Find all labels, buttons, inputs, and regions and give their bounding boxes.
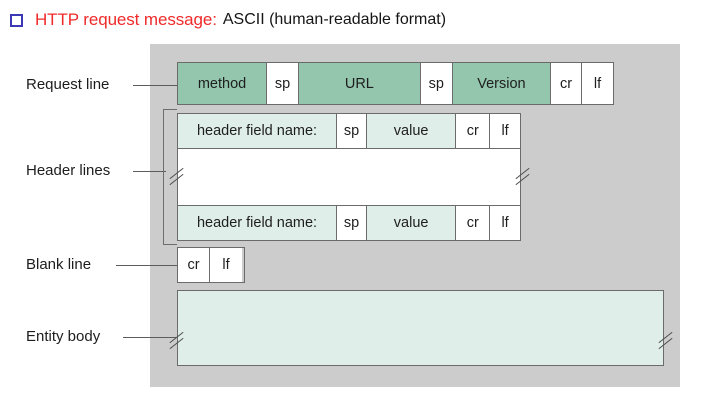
header-lines-bracket <box>163 109 177 245</box>
header-lines-continuation <box>169 148 530 206</box>
cell-sp-1: sp <box>267 63 299 104</box>
cell-sp-2: sp <box>420 63 453 104</box>
label-blank-line: Blank line <box>26 256 92 273</box>
cell-header-field-name: header field name: <box>178 114 338 148</box>
entity-body-box <box>169 290 673 366</box>
cell-method: method <box>178 63 268 104</box>
label-request-line: Request line <box>26 76 110 93</box>
request-line-row: method sp URL sp Version cr lf <box>177 62 614 105</box>
cell-cr: cr <box>551 63 583 104</box>
cell-sp: sp <box>337 206 367 240</box>
cell-sp: sp <box>337 114 367 148</box>
leader-line-blank-line <box>116 265 178 266</box>
page-title-black: ASCII (human-readable format) <box>222 11 447 28</box>
cell-lf: lf <box>582 63 613 104</box>
cell-lf: lf <box>490 206 520 240</box>
square-bullet-icon <box>10 13 23 27</box>
page-title-red: HTTP request message: <box>35 10 217 29</box>
blank-line-row: cr lf <box>177 247 245 283</box>
cell-value: value <box>366 206 457 240</box>
cell-cr: cr <box>456 114 491 148</box>
label-header-lines: Header lines <box>26 162 111 179</box>
cell-lf: lf <box>490 114 520 148</box>
leader-line-header-lines <box>133 171 166 172</box>
leader-line-entity-body <box>123 337 178 338</box>
header-line-row-1: header field name: sp value cr lf <box>177 113 521 149</box>
cell-header-field-name: header field name: <box>178 206 338 240</box>
leader-line-request-line <box>133 85 178 86</box>
cell-cr: cr <box>456 206 491 240</box>
slide-title: HTTP request message: ASCII (human-reada… <box>0 0 704 40</box>
label-entity-body: Entity body <box>26 328 101 345</box>
cell-value: value <box>366 114 457 148</box>
cell-lf: lf <box>210 248 242 282</box>
cell-url: URL <box>298 63 421 104</box>
cell-cr: cr <box>178 248 210 282</box>
cell-version: Version <box>452 63 552 104</box>
header-line-row-2: header field name: sp value cr lf <box>177 205 521 241</box>
